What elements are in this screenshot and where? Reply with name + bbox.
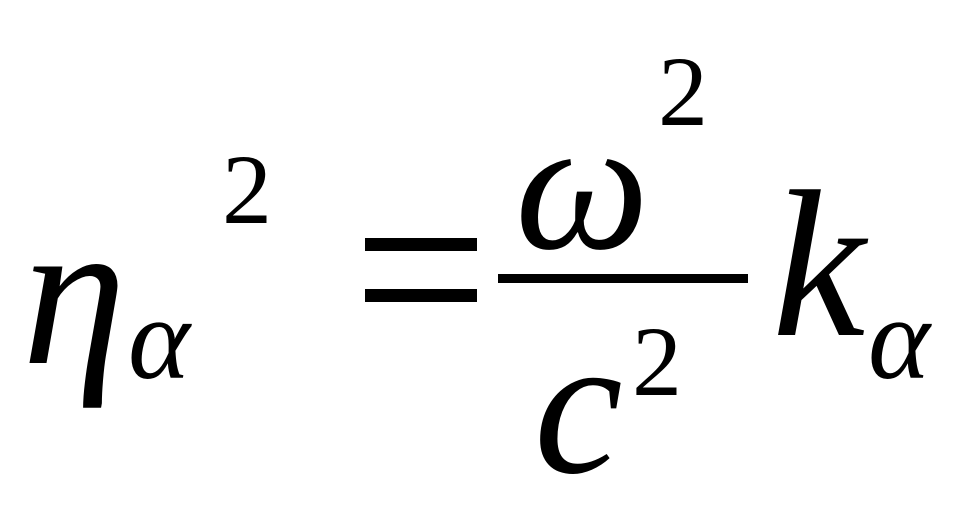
lhs-superscript: 2 [222,134,272,245]
fraction-bar [498,274,748,283]
numerator-superscript: 2 [658,36,708,147]
numerator-omega: ω [515,80,650,290]
rhs-subscript-alpha: α [868,273,930,404]
equals-bar-bottom [365,289,477,302]
eta-symbol: η [22,177,127,409]
denominator-c: c [534,295,623,516]
lhs-subscript-alpha: α [128,273,190,404]
k-symbol: k [772,149,866,381]
equals-bar-top [365,238,477,251]
equals-sign [365,238,477,302]
denominator-superscript: 2 [632,306,682,417]
